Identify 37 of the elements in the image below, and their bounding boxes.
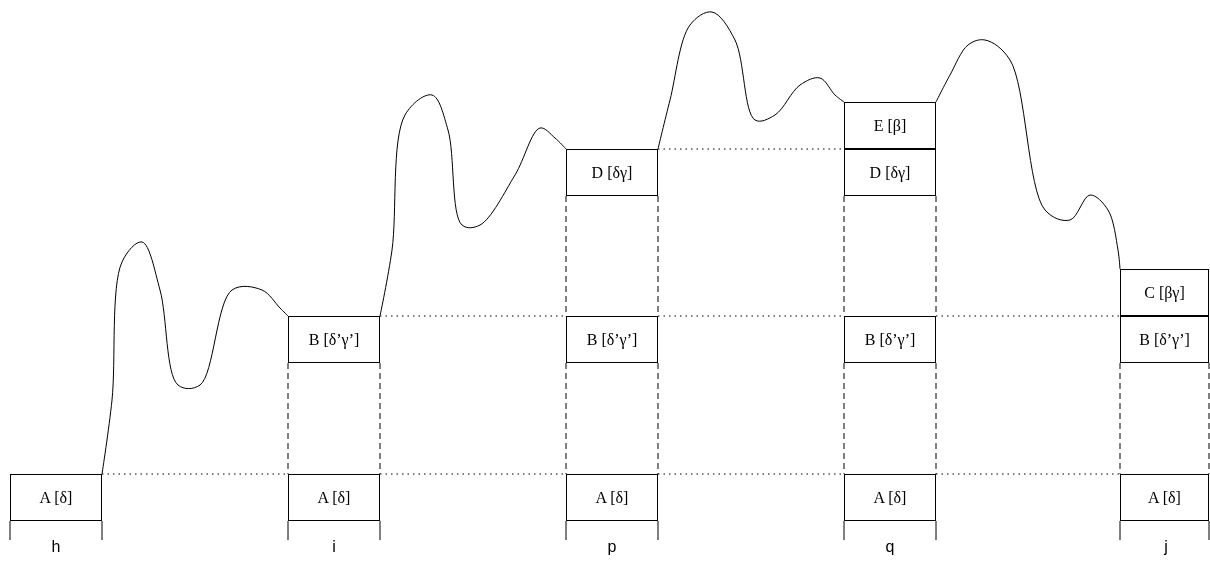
cell-label: D [δγ] — [869, 163, 911, 182]
landscape-curve — [935, 39, 1121, 270]
position-label: h — [51, 538, 61, 556]
cell-label: B [δ’γ’] — [586, 330, 638, 349]
stack-cell — [566, 316, 658, 363]
stack-cell — [1120, 474, 1209, 521]
cell-label: A [δ] — [873, 488, 907, 507]
position-label: i — [332, 538, 336, 556]
position-label: q — [885, 538, 895, 556]
cell-label: D [δγ] — [591, 163, 633, 182]
cell-label: A [δ] — [1148, 488, 1181, 507]
stack-cell — [1120, 269, 1209, 316]
cell-label: E [β] — [873, 116, 907, 135]
stack-cell — [566, 474, 658, 521]
stack-cell — [1120, 316, 1209, 363]
stack-cell — [566, 149, 658, 196]
stack-cell — [10, 474, 102, 521]
stack-cell — [844, 316, 936, 363]
cell-label: A [δ] — [595, 488, 629, 507]
position-label: j — [1164, 538, 1168, 556]
landscape-curve — [657, 11, 845, 150]
cell-label: C [βγ] — [1144, 283, 1185, 302]
dotted-connector — [935, 473, 1121, 475]
stack-cell — [288, 316, 380, 363]
cell-label: B [δ’γ’] — [308, 330, 360, 349]
landscape-curve — [379, 94, 567, 317]
cell-label: B [δ’γ’] — [864, 330, 916, 349]
dotted-connector — [935, 315, 1121, 317]
stack-cell — [844, 474, 936, 521]
landscape-curve — [101, 241, 289, 475]
cell-label: A [δ] — [317, 488, 351, 507]
position-label: p — [607, 538, 617, 556]
stack-cell — [288, 474, 380, 521]
stack-cell — [844, 149, 936, 196]
cell-label: A [δ] — [39, 488, 73, 507]
stack-cell — [844, 102, 936, 149]
cell-label: B [δ’γ’] — [1139, 330, 1190, 349]
